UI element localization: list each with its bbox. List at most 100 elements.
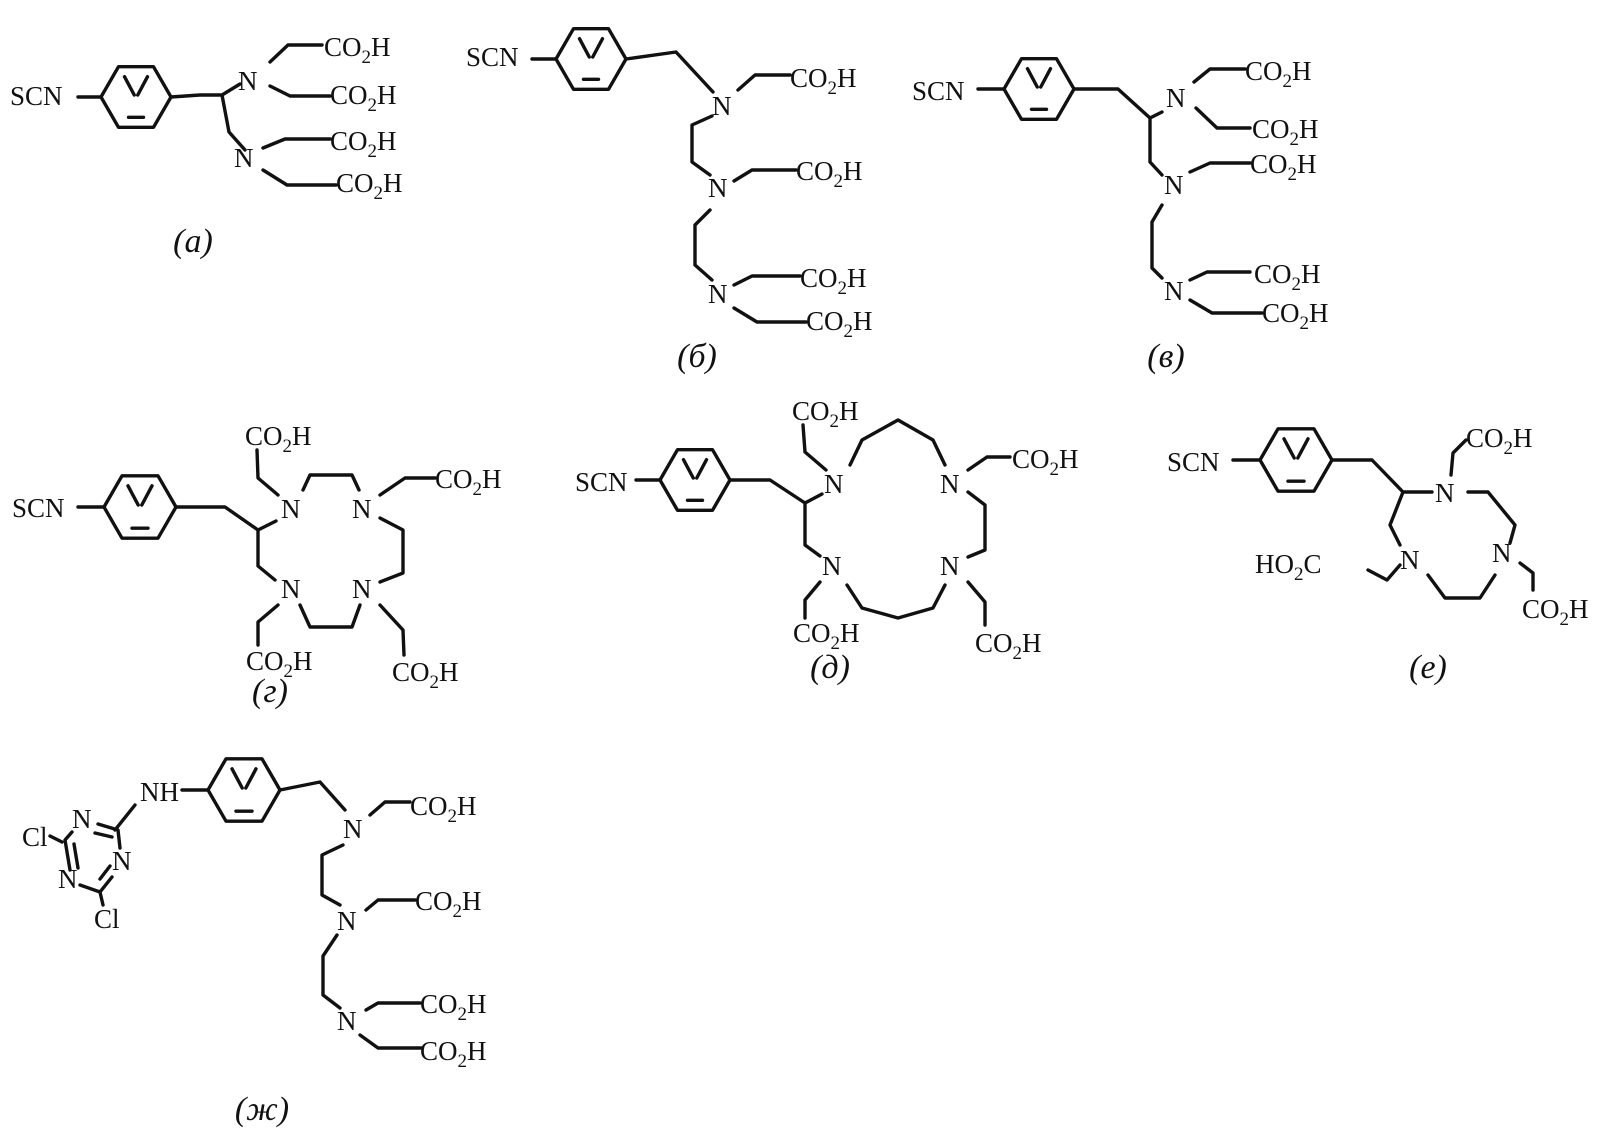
bond [624, 50, 715, 94]
co2h-label: CO2H [246, 646, 313, 682]
nitrogen-label: N [1164, 276, 1184, 306]
chlorine-label: Cl [94, 904, 120, 934]
co2h-label: CO2H [245, 421, 312, 457]
nitrogen-label: N [234, 143, 254, 173]
co2h-label: CO2H [415, 886, 482, 922]
triazine-inner-bond [93, 831, 114, 839]
bond [966, 580, 987, 627]
bond [966, 455, 1012, 472]
bond [261, 137, 332, 150]
structure-caption-e: (е) [1409, 649, 1447, 686]
triazine-nitrogen-label: N [58, 864, 78, 894]
nitrogen-label: N [1435, 478, 1455, 508]
co2h-label: CO2H [330, 126, 397, 162]
bond [1449, 438, 1468, 477]
nitrogen-label: N [352, 574, 372, 604]
nitrogen-label: N [712, 91, 732, 121]
bond [321, 933, 342, 1010]
bond [364, 1001, 422, 1012]
co2h-label: CO2H [1012, 444, 1079, 480]
bond [690, 114, 714, 177]
nitrogen-label: N [1400, 545, 1420, 575]
nitrogen-label: N [343, 814, 363, 844]
bond [364, 898, 417, 912]
bond [261, 168, 338, 187]
co2h-label: CO2H [1262, 298, 1329, 334]
ring-bond [298, 603, 362, 629]
nh-label: NH [140, 777, 179, 807]
co2h-label: CO2H [420, 1036, 487, 1072]
bond [368, 800, 412, 817]
nitrogen-label: N [337, 1006, 357, 1036]
nitrogen-label: N [337, 906, 357, 936]
structure-caption-zh: (ж) [235, 1091, 289, 1128]
co2h-label: CO2H [1250, 149, 1317, 185]
bond [1192, 67, 1247, 84]
triazine-inner-bond [72, 842, 80, 870]
nitrogen-label: N [824, 469, 844, 499]
bonds-layer [48, 26, 1535, 1050]
nitrogen-label: N [1164, 170, 1184, 200]
benzene-inner-bond [1039, 66, 1053, 89]
co2h-label: CO2H [800, 263, 867, 299]
benzene-inner-bond [140, 484, 154, 507]
bond [320, 843, 345, 907]
bond [1150, 203, 1164, 280]
scn-label: SCN [575, 467, 628, 497]
co2h-label: CO2H [392, 657, 459, 693]
ring-bond [848, 418, 947, 467]
bond [220, 93, 247, 152]
triazine-bond [63, 830, 74, 872]
nitrogen-label: N [238, 66, 258, 96]
structure-caption-d: (д) [810, 649, 850, 686]
triazine-nitrogen-label: N [72, 804, 92, 834]
bond [358, 1033, 424, 1050]
nitrogen-label: N [1166, 83, 1186, 113]
co2h-label: CO2H [1252, 114, 1319, 150]
bond [801, 423, 828, 472]
bond [732, 306, 808, 324]
bond [256, 603, 280, 647]
co2h-label: CO2H [410, 791, 477, 827]
scn-label: SCN [10, 81, 63, 111]
bond [1518, 561, 1535, 592]
benzene-inner-bond [126, 484, 140, 507]
bond [113, 803, 137, 832]
bond [728, 478, 824, 505]
ring-bond [966, 490, 987, 559]
ring-bond [845, 583, 947, 620]
benzene-inner-bond [244, 767, 258, 790]
bond [1188, 161, 1252, 174]
bond [1072, 87, 1164, 120]
co2h-label: CO2H [1466, 423, 1533, 459]
nitrogen-label: N [281, 494, 301, 524]
bond [1188, 298, 1264, 315]
bond [169, 82, 242, 99]
bond [1366, 563, 1402, 582]
ring-bond [1426, 573, 1497, 600]
bond [98, 890, 105, 907]
nitrogen-label: N [1492, 538, 1512, 568]
bond [736, 73, 792, 92]
co2h-label: CO2H [806, 306, 873, 342]
structure-caption-b: (б) [677, 338, 717, 375]
benzene-inner-bond [1282, 437, 1296, 460]
co2h-label: CO2H [435, 464, 502, 500]
co2h-label: CO2H [793, 618, 860, 654]
benzene-inner-bond [591, 36, 605, 59]
bond [1188, 270, 1252, 282]
triazine-bond [96, 822, 122, 850]
bond [803, 580, 822, 620]
co2h-label: CO2H [324, 32, 391, 68]
co2h-label: CO2H [330, 80, 397, 116]
bond [174, 505, 278, 532]
benzene-inner-bond [1025, 66, 1039, 89]
benzene-inner-bond [695, 457, 709, 480]
ring-bond [378, 516, 405, 584]
nitrogen-label: N [822, 551, 842, 581]
ring-bond [301, 473, 361, 492]
benzene-inner-bond [577, 36, 591, 59]
co2h-label: CO2H [792, 396, 859, 432]
